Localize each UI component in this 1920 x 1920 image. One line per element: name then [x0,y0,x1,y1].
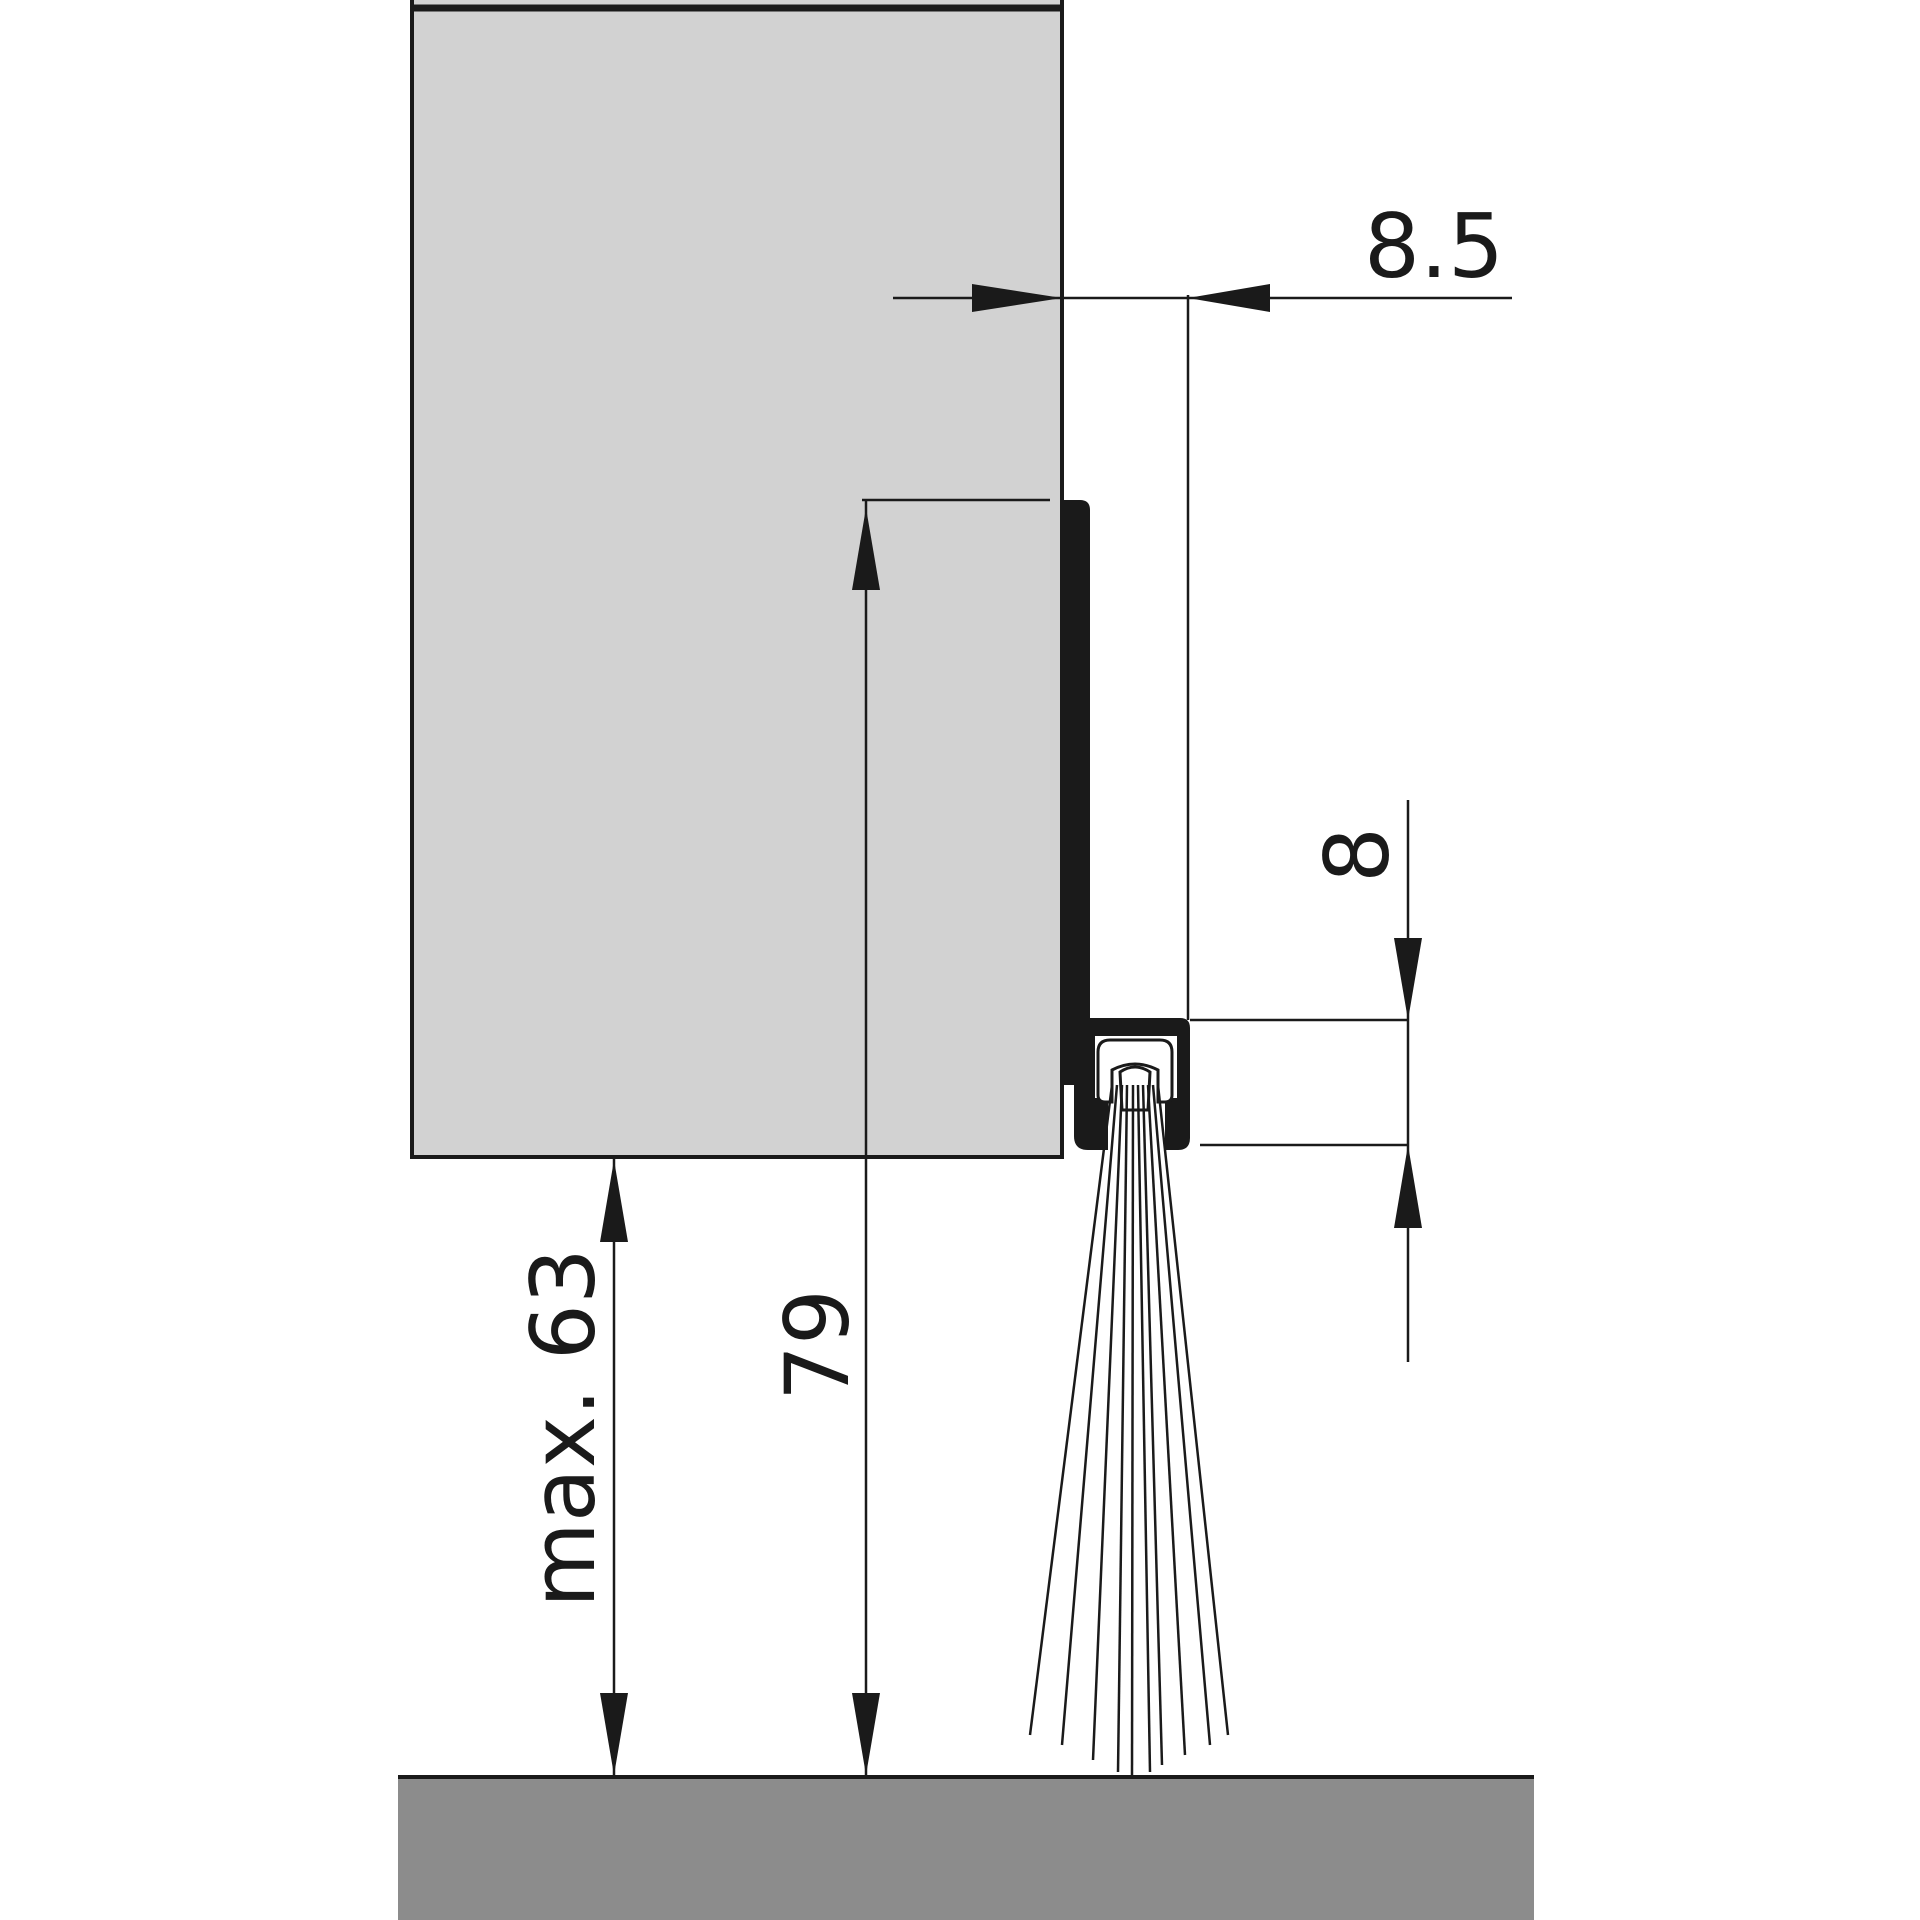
arrowhead-8-top [1394,938,1422,1020]
brush-clamp [1118,1065,1152,1112]
door-leaf [410,0,1064,1159]
arrowhead-8-5-left [972,284,1062,312]
seal-profile [1062,500,1190,1150]
arrowhead-63-bottom [600,1693,628,1775]
label-width-offset: 8.5 [1364,195,1504,298]
arrowhead-8-5-right [1188,284,1270,312]
arrowhead-8-bottom [1394,1145,1422,1228]
label-max-gap: max. 63 [512,1248,615,1608]
brush-filaments [1028,1084,1230,1776]
label-holder-height: 8 [1306,827,1409,883]
dimension-holder-height [1190,800,1410,1362]
brush-holder [1096,1038,1174,1104]
arrowhead-79-top [852,508,880,590]
dimension-overall-height [862,498,1050,1777]
arrowhead-63-top [600,1160,628,1242]
label-overall-height: 79 [766,1289,869,1401]
floor [398,1777,1534,1920]
arrowhead-79-bottom [852,1693,880,1775]
